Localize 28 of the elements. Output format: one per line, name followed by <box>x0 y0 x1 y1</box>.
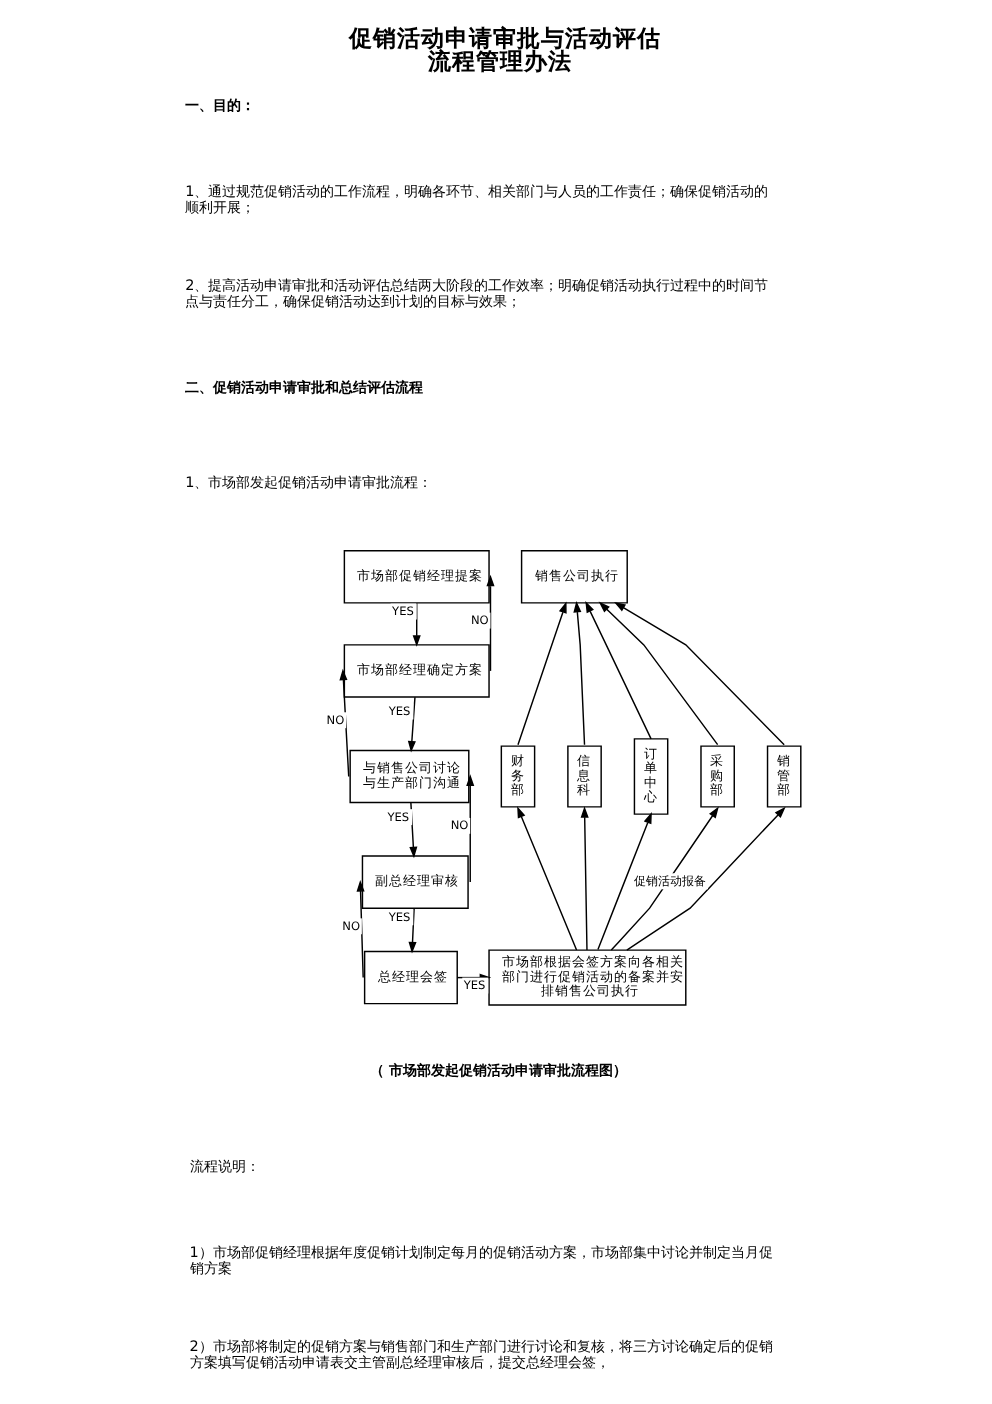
label: 1、通过规范促销活动的工作流程，明确各环节、相关部门与人员的工作责任；确保促销活动的顺利开展； <box>184 182 768 217</box>
arrow <box>596 812 651 951</box>
arrow <box>516 806 577 951</box>
arrow <box>584 601 651 740</box>
arrow <box>485 574 494 672</box>
label: 二、促销活动申请审批和总结评估流程 <box>184 377 423 396</box>
arrow <box>609 806 718 951</box>
arrow <box>411 602 420 647</box>
arrow <box>406 696 415 753</box>
arrow <box>572 600 585 746</box>
label: 1、市场部发起促销活动申请审批流程： <box>184 473 432 492</box>
arrow <box>408 802 417 859</box>
arrow <box>338 668 349 778</box>
diagram-title: 促销活动申请审批与活动评估流程管理办法 <box>347 23 660 75</box>
arrow <box>465 774 474 883</box>
arrow <box>516 601 566 746</box>
arrow <box>597 601 718 746</box>
arrow <box>625 806 785 951</box>
arrow <box>579 806 588 951</box>
caption: （ 市场部发起促销活动申请审批流程图） <box>368 1061 626 1080</box>
label: 流程说明： <box>188 1157 259 1176</box>
arrow <box>355 879 364 979</box>
arrow <box>407 907 416 954</box>
label: 一、目的： <box>184 95 255 114</box>
label: 2）市场部将制定的促销方案与销售部门和生产部门进行讨论和复核，将三方讨论确定后的促销方案填写促销活动申请表交主管副总经理审核后，提交总经理会签， <box>188 1336 772 1371</box>
arrow <box>613 601 784 746</box>
label: 2、提高活动申请审批和活动评估总结两大阶段的工作效率；明确促销活动执行过程中的时间节点与责任分工，确保促销活动达到计划的目标与效果； <box>184 276 768 311</box>
label: 1）市场部促销经理根据年度促销计划制定每月的促销活动方案，市场部集中讨论并制定当月促销方案 <box>188 1242 772 1277</box>
